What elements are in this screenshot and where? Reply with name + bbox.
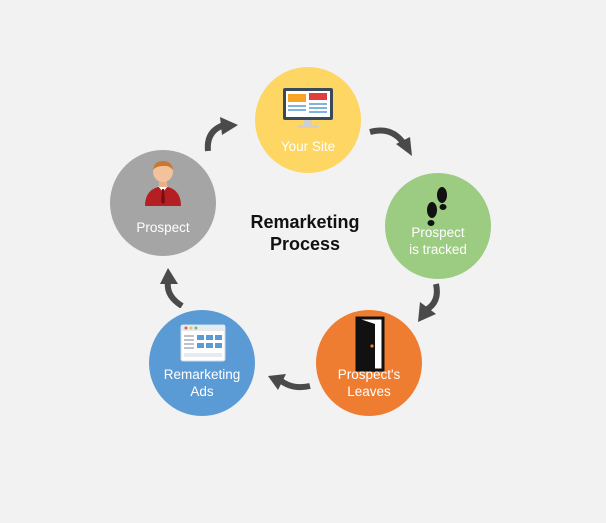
node-remarketing-ads: Remarketing Ads: [149, 310, 255, 416]
node-prospect: Prospect: [110, 150, 216, 256]
monitor-icon: [283, 88, 333, 128]
node-your-site: Your Site: [255, 67, 361, 173]
arrow-tracked-to-leaves: [418, 283, 440, 322]
node-label: Your Site: [280, 138, 336, 154]
node-label: Prospect's Leaves: [337, 367, 401, 399]
footprints-icon: [427, 187, 447, 226]
open-door-icon: [355, 316, 385, 372]
node-label: Remarketing Ads: [163, 367, 241, 399]
arrow-leaves-to-ads: [268, 374, 311, 391]
arrow-ads-to-prospect: [160, 268, 184, 308]
diagram-title: Remarketing Process: [250, 212, 360, 254]
arrow-prospect-to-site: [204, 117, 238, 152]
node-prospect-leaves: Prospect's Leaves: [316, 310, 422, 416]
arrow-site-to-tracked: [369, 127, 412, 156]
node-label: Prospect is tracked: [409, 225, 467, 257]
node-label: Prospect: [136, 219, 190, 235]
person-icon: [145, 161, 181, 206]
ad-window-icon: [180, 324, 226, 362]
node-prospect-tracked: Prospect is tracked: [385, 173, 491, 279]
